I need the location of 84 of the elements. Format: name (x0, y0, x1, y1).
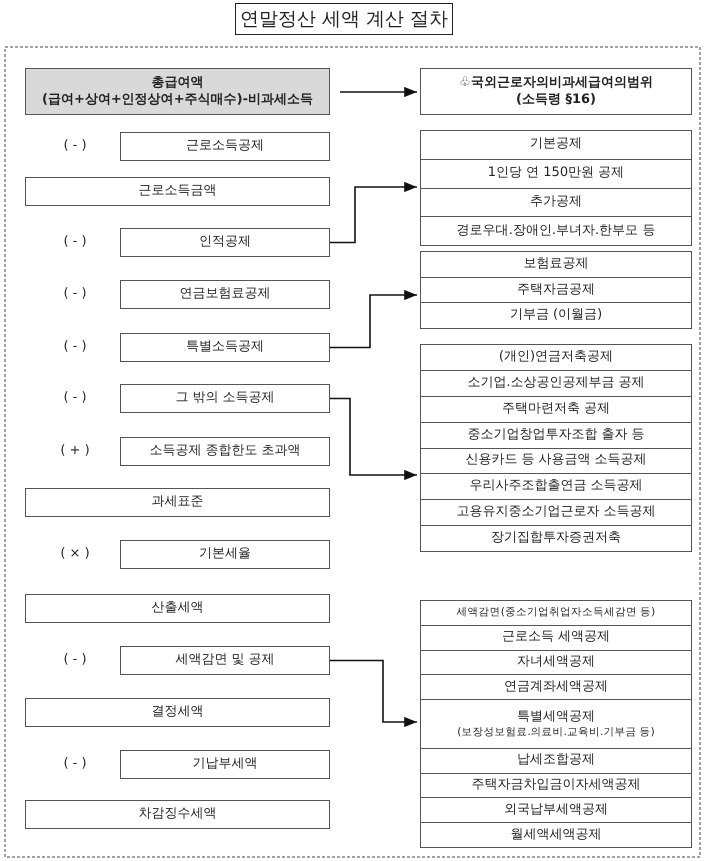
box-text: 세액감면(중소기업취업자소득세감면 등) (456, 606, 656, 620)
highlighted-box (25, 68, 330, 115)
operator-label: ( - ) (62, 339, 88, 354)
box-text: 기납부세액 (192, 756, 258, 773)
box-text: 추가공제 (530, 194, 582, 211)
table-box (420, 130, 692, 246)
box-text: ♧국외근로자의비과세급여의범위 (459, 74, 653, 92)
box-text: 소득공제 종합한도 초과액 (149, 443, 301, 460)
box-text: 연금계좌세액공제 (504, 678, 608, 696)
box-text: 자녀세액공제 (517, 654, 595, 671)
operator-label: ( - ) (62, 756, 88, 771)
title: 연말정산 세액 계산 절차 (235, 3, 453, 35)
process-box (420, 68, 692, 115)
process-box (120, 540, 330, 569)
table-row (421, 188, 691, 218)
box-text: 연금보험료공제 (180, 286, 270, 303)
box-text: 근로소득공제 (186, 138, 264, 155)
process-box (25, 594, 330, 623)
table-box (420, 251, 692, 329)
operator-label: ( × ) (59, 546, 91, 561)
table-row (421, 278, 691, 304)
box-text: 주택자금공제 (517, 282, 595, 298)
process-box (120, 280, 330, 309)
box-text: (보장성보험료.의료비.교육비.기부금 등) (457, 726, 655, 740)
table-box (420, 344, 692, 552)
process-box (25, 698, 330, 727)
process-box (120, 384, 330, 413)
arrow (330, 290, 417, 348)
box-text: (개인)연금저축공제 (498, 348, 614, 366)
process-box (120, 437, 330, 466)
box-text: (소득령 §16) (516, 92, 596, 108)
process-box (120, 646, 330, 675)
box-text: 납세조합공제 (517, 752, 595, 770)
table-row (421, 448, 691, 474)
process-box (120, 228, 330, 257)
process-box (25, 800, 330, 829)
box-text: 기본공제 (530, 136, 582, 154)
box-text: 외국납부세액공제 (504, 802, 608, 819)
box-text: 고용유지중소기업근로자 소득공제 (456, 504, 656, 522)
box-text: 장기집합투자증권저축 (491, 530, 621, 547)
box-text: 소기업.소상공인공제부금 공제 (467, 374, 645, 392)
operator-label: ( - ) (62, 234, 88, 249)
process-box (120, 132, 330, 161)
process-box (120, 750, 330, 779)
box-text: 보험료공제 (524, 256, 588, 273)
operator-label: ( - ) (62, 652, 88, 667)
process-box (25, 488, 330, 517)
box-text: 총급여액 (152, 74, 204, 92)
operator-label: ( + ) (59, 443, 91, 458)
box-text: 우리사주조합출연금 소득공제 (469, 478, 643, 496)
box-text: 신용카드 등 사용금액 소득공제 (465, 452, 647, 470)
box-text: 주택마련저축 공제 (502, 400, 610, 418)
arrow (340, 86, 417, 98)
box-text: 그 밖의 소득공제 (175, 390, 275, 407)
operator-label: ( - ) (62, 138, 88, 153)
box-text: 특별소득공제 (186, 339, 264, 356)
box-text: 근로소득 세액공제 (502, 629, 610, 646)
box-text: 월세액세액공제 (510, 826, 602, 844)
process-box (25, 177, 330, 206)
table-box (420, 600, 692, 848)
box-text: 주택자금차입금이자세액공제 (472, 777, 640, 794)
table-row (421, 774, 691, 798)
arrow (330, 398, 417, 480)
box-text: 특별세액공제 (517, 708, 595, 726)
box-text: 기본세율 (199, 546, 251, 563)
box-text: 세액감면 및 공제 (175, 652, 275, 669)
box-text: 기부금 (이월금) (510, 307, 602, 324)
process-box (120, 333, 330, 362)
operator-label: ( - ) (62, 390, 88, 405)
box-text: 근로소득금액 (138, 183, 216, 200)
box-text: 차감징수세액 (138, 806, 216, 823)
table-row (421, 422, 691, 448)
box-text: (급여+상여+인정상여+주식매수)-비과세소득 (42, 92, 313, 108)
box-text: 결정세액 (152, 704, 204, 721)
box-text: 중소기업창업투자조합 출자 등 (467, 426, 645, 444)
box-text: 산출세액 (152, 600, 204, 617)
box-text: 인적공제 (199, 234, 251, 251)
box-text: 경로우대.장애인.부녀자.한부모 등 (456, 222, 656, 240)
table-row (421, 650, 691, 676)
arrow (330, 182, 417, 244)
box-text: 과세표준 (152, 494, 204, 511)
arrow (330, 660, 417, 728)
operator-label: ( - ) (62, 286, 88, 301)
box-text: 1인당 연 150만원 공제 (488, 165, 624, 182)
